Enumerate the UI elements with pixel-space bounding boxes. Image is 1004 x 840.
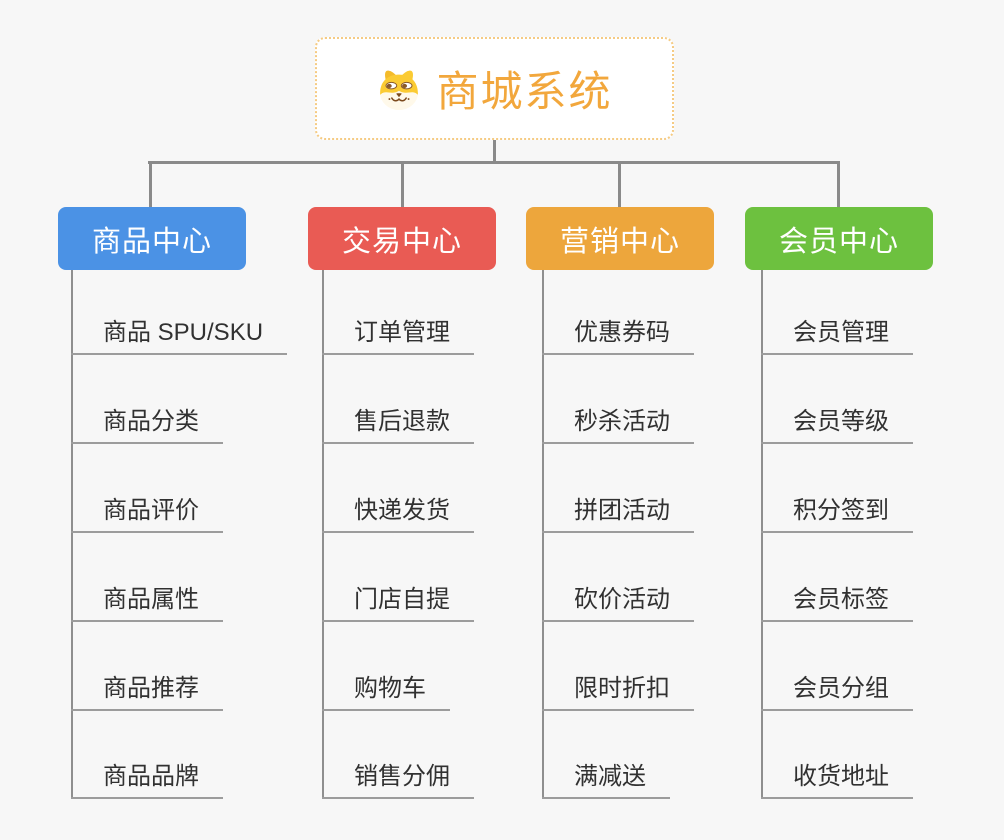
connector-drop-1 <box>149 161 152 207</box>
branch-node-1[interactable]: 商品中心 <box>58 207 246 270</box>
dog-face-icon <box>376 67 422 111</box>
child-node[interactable]: 销售分佣 <box>322 754 474 799</box>
root-title: 商城系统 <box>436 68 613 115</box>
branch-node-2[interactable]: 交易中心 <box>308 207 496 270</box>
child-node[interactable]: 门店自提 <box>322 577 474 622</box>
child-node[interactable]: 售后退款 <box>322 399 474 444</box>
connector-branch-trunk-4 <box>761 270 763 799</box>
child-node[interactable]: 收货地址 <box>761 754 913 799</box>
child-node[interactable]: 限时折扣 <box>542 666 694 711</box>
child-node[interactable]: 商品评价 <box>71 488 223 533</box>
child-node[interactable]: 满减送 <box>542 754 670 799</box>
child-node[interactable]: 商品属性 <box>71 577 223 622</box>
child-node[interactable]: 会员管理 <box>761 310 913 355</box>
child-node[interactable]: 砍价活动 <box>542 577 694 622</box>
branch-node-3[interactable]: 营销中心 <box>526 207 714 270</box>
child-node[interactable]: 订单管理 <box>322 310 474 355</box>
root-node[interactable]: 商城系统 <box>315 37 674 140</box>
connector-branch-trunk-2 <box>322 270 324 799</box>
connector-bus <box>148 161 840 164</box>
child-node[interactable]: 商品 SPU/SKU <box>71 310 288 355</box>
connector-drop-2 <box>401 161 404 207</box>
connector-drop-4 <box>837 161 840 207</box>
connector-root-stem <box>493 140 496 163</box>
child-node[interactable]: 积分签到 <box>761 488 913 533</box>
branch-node-4[interactable]: 会员中心 <box>745 207 933 270</box>
connector-drop-3 <box>618 161 621 207</box>
child-node[interactable]: 商品品牌 <box>71 754 223 799</box>
child-node[interactable]: 会员等级 <box>761 399 913 444</box>
connector-branch-trunk-1 <box>71 270 73 799</box>
child-node[interactable]: 购物车 <box>322 666 450 711</box>
child-node[interactable]: 会员分组 <box>761 666 913 711</box>
child-node[interactable]: 拼团活动 <box>542 488 694 533</box>
child-node[interactable]: 优惠券码 <box>542 310 694 355</box>
child-node[interactable]: 商品分类 <box>71 399 223 444</box>
connector-branch-trunk-3 <box>542 270 544 799</box>
child-node[interactable]: 快递发货 <box>322 488 474 533</box>
child-node[interactable]: 会员标签 <box>761 577 913 622</box>
child-node[interactable]: 商品推荐 <box>71 666 223 711</box>
child-node[interactable]: 秒杀活动 <box>542 399 694 444</box>
